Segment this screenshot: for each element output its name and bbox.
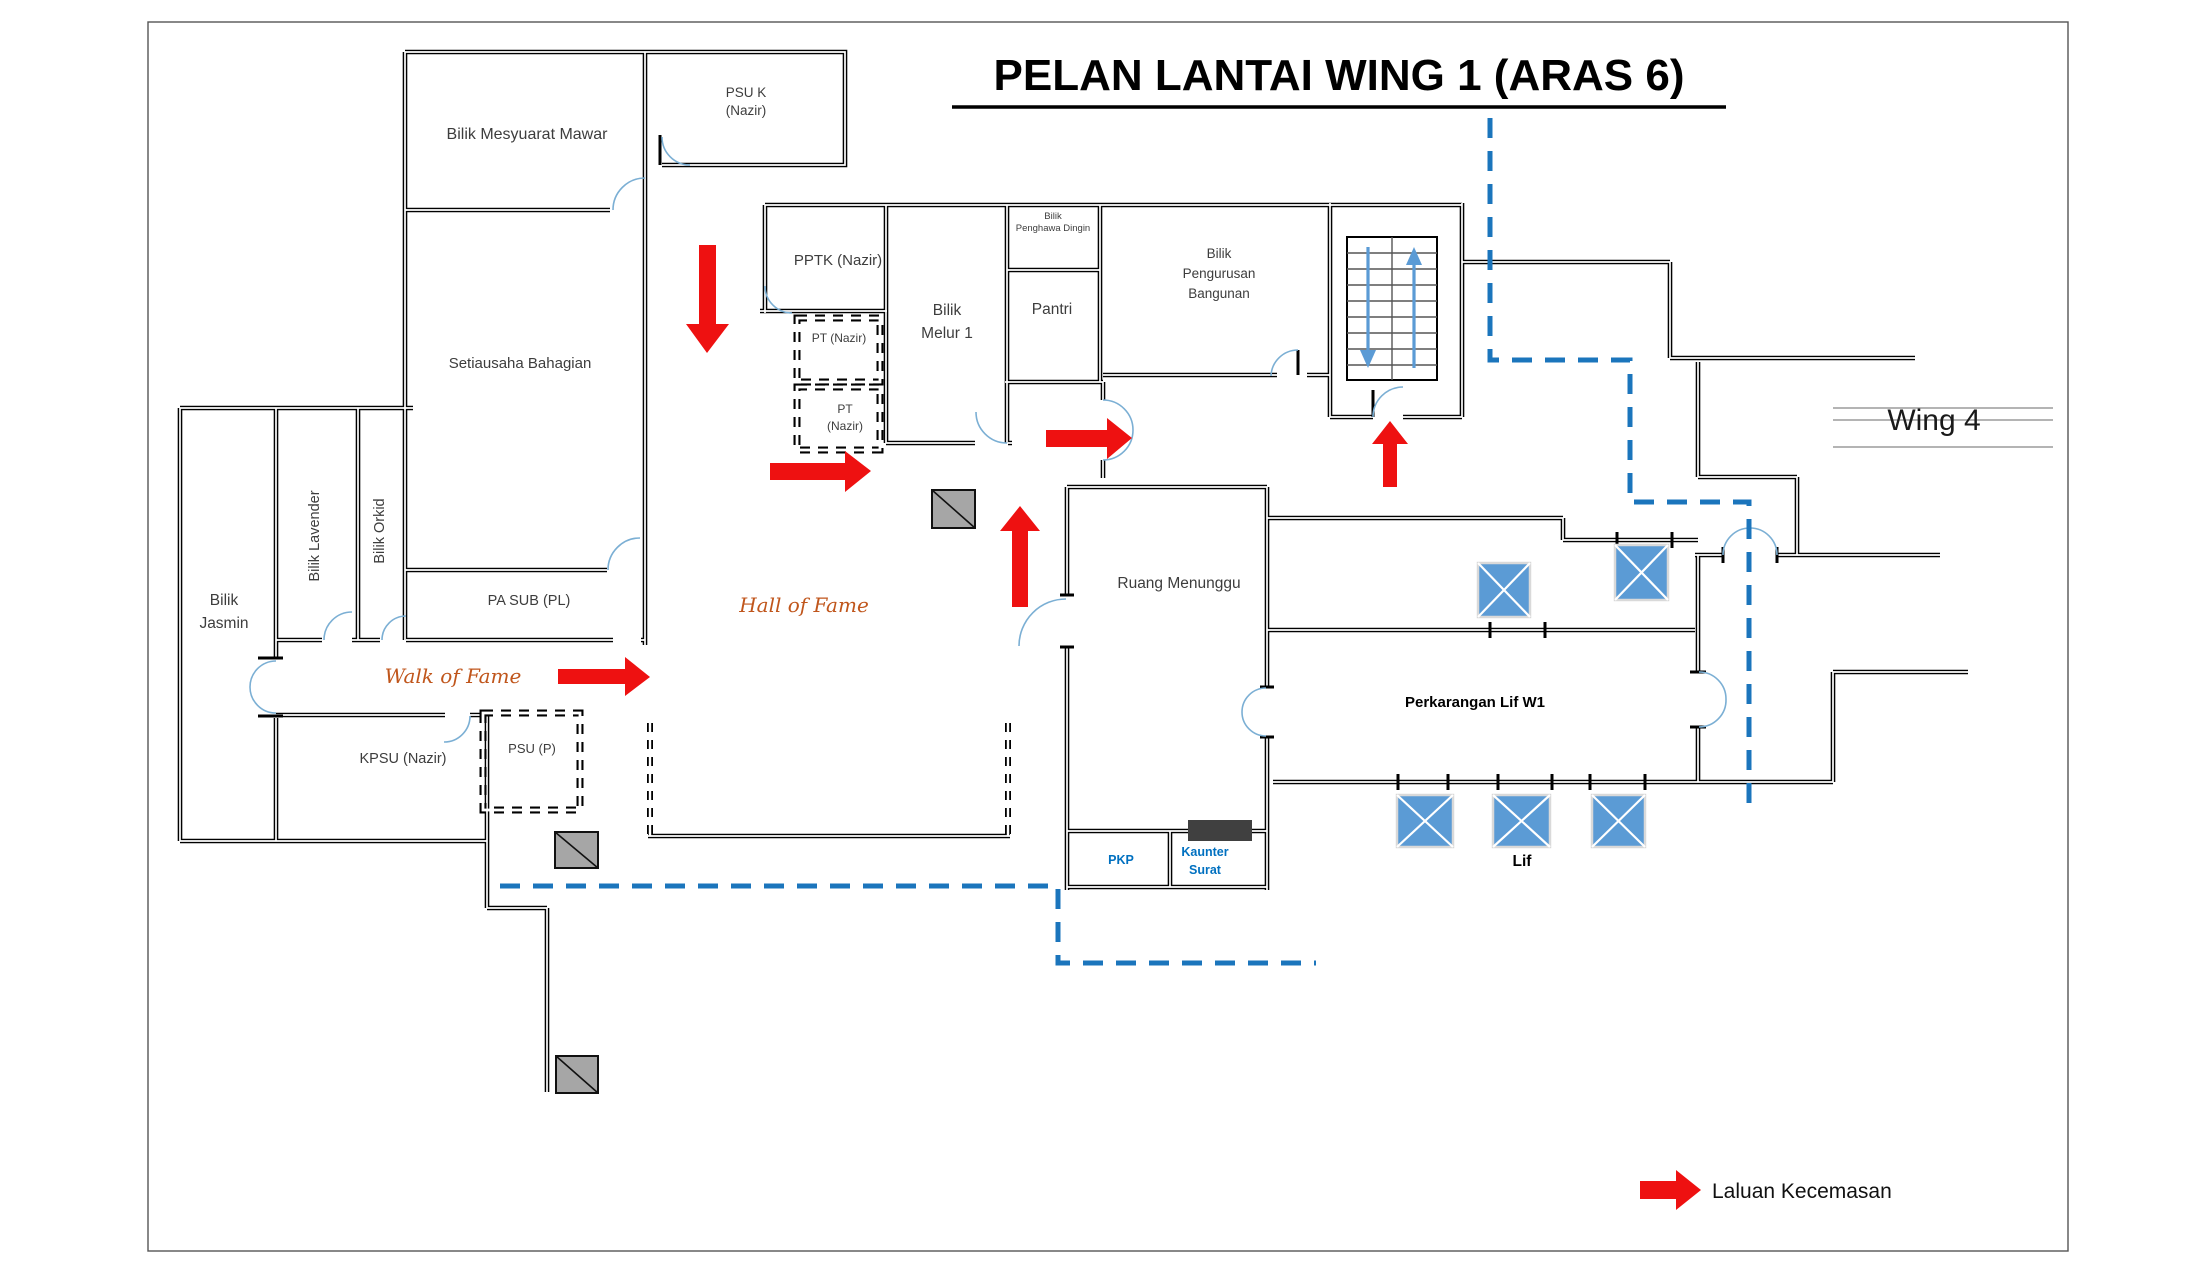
- page-border: [147, 21, 2069, 1252]
- columns: [554, 489, 976, 1094]
- lift-icon: [1476, 561, 1532, 619]
- column-icon: [555, 1055, 599, 1094]
- pt-nazir-room-2-outline-inner: [795, 385, 882, 452]
- room-label-kaunter-surat: Surat: [1189, 863, 1222, 877]
- door-arc: [764, 285, 793, 314]
- psu-p-room-outline-inner: [481, 711, 582, 812]
- double-door-arc: [249, 660, 277, 714]
- pt-nazir-room-1-outline: [793, 314, 884, 386]
- stairwell: [1346, 236, 1438, 381]
- page-title: PELAN LANTAI WING 1 (ARAS 6): [994, 51, 1685, 100]
- route-dashed-right: [1487, 118, 1752, 810]
- room-label-orkid: Bilik Orkid: [372, 498, 388, 563]
- door-arc: [612, 177, 646, 211]
- door-arc: [1270, 349, 1299, 377]
- room-label-pt-1: PT (Nazir): [812, 331, 866, 345]
- room-label-jasmin: Jasmin: [199, 615, 248, 632]
- emergency-arrow-up-icon: [1000, 506, 1040, 607]
- legend-label: Laluan Kecemasan: [1712, 1180, 1892, 1203]
- room-label-penghawa: Bilik: [1044, 211, 1062, 222]
- room-label-psu-k: PSU K: [726, 85, 767, 100]
- hall-dashed-partition: [647, 723, 1011, 836]
- hall-dashed-partition-inner: [648, 723, 1010, 836]
- emergency-arrow-right-icon: [558, 657, 650, 696]
- room-label-pengurusan: Pengurusan: [1183, 266, 1256, 281]
- door-arc: [443, 715, 471, 743]
- route-boundary: [500, 118, 1752, 966]
- route-dashed-bottom: [500, 883, 1316, 966]
- room-label-pengurusan: Bilik: [1207, 246, 1232, 261]
- wing4-label: Wing 4: [1887, 404, 1980, 437]
- room-labels: Bilik Mesyuarat Mawar PSU K (Nazir) PPTK…: [199, 85, 1545, 877]
- emergency-arrow-down-icon: [686, 245, 729, 353]
- room-label-setiausaha: Setiausaha Bahagian: [449, 355, 592, 372]
- wing4-marker: Wing 4: [1833, 404, 2053, 448]
- door-arc: [381, 615, 407, 641]
- lifts: [1395, 543, 1670, 849]
- double-door-arc: [1722, 527, 1778, 556]
- room-label-pa-sub: PA SUB (PL): [488, 593, 571, 609]
- room-label-pptk: PPTK (Nazir): [794, 252, 882, 269]
- room-label-penghawa: Penghawa Dingin: [1016, 223, 1090, 234]
- room-label-melur: Melur 1: [921, 325, 973, 342]
- emergency-arrows: [558, 245, 1408, 696]
- emergency-arrow-right-icon: [1046, 418, 1132, 459]
- wall-path: [177, 49, 1968, 1092]
- stair-up-arrowhead: [1406, 247, 1422, 265]
- room-label-pt-2: PT: [837, 402, 853, 416]
- room-label-mawar: Bilik Mesyuarat Mawar: [447, 126, 609, 143]
- room-label-perkarangan-lif: Perkarangan Lif W1: [1405, 694, 1545, 711]
- stair-down-arrowhead: [1360, 350, 1376, 368]
- room-label-kaunter-surat: Kaunter: [1181, 845, 1228, 859]
- lift-icon: [1395, 793, 1455, 849]
- walls: [177, 49, 1968, 1092]
- door-arc: [323, 611, 353, 641]
- legend-arrow-icon: [1640, 1170, 1701, 1210]
- pt-nazir-room-1-outline-inner: [795, 316, 882, 384]
- dashed-rooms: [479, 314, 1011, 836]
- room-label-pantri: Pantri: [1032, 301, 1073, 318]
- door-arc: [975, 411, 1008, 444]
- door-arcs: [249, 136, 1778, 743]
- room-label-pt-2: (Nazir): [827, 419, 863, 433]
- room-label-lif: Lif: [1513, 853, 1533, 870]
- mail-counter: [1188, 820, 1252, 841]
- room-label-melur: Bilik: [933, 302, 962, 319]
- door-arc: [607, 537, 641, 571]
- door-arc: [1372, 386, 1404, 418]
- room-label-pengurusan: Bangunan: [1188, 286, 1250, 301]
- corridor-label-hall-of-fame: Hall of Fame: [738, 593, 869, 617]
- corridor-label-walk-of-fame: Walk of Fame: [385, 664, 522, 688]
- emergency-arrow-right-icon: [770, 451, 871, 492]
- double-door-arc: [1698, 671, 1727, 728]
- room-label-psu-p: PSU (P): [508, 741, 556, 756]
- door-arc: [661, 136, 691, 166]
- emergency-arrow-up-icon: [1372, 421, 1408, 487]
- lift-icon: [1613, 543, 1670, 602]
- room-label-kpsu: KPSU (Nazir): [359, 751, 446, 767]
- plan-title: PELAN LANTAI WING 1 (ARAS 6): [952, 51, 1726, 109]
- lift-icon: [1491, 793, 1552, 849]
- double-door-arc: [1102, 399, 1134, 461]
- wall-path-inner: [179, 51, 1968, 1092]
- psu-p-room-outline: [479, 709, 584, 814]
- room-label-jasmin: Bilik: [210, 592, 239, 609]
- double-door-arc: [1241, 687, 1267, 737]
- lift-icon: [1590, 793, 1647, 849]
- room-label-pkp: PKP: [1108, 853, 1134, 867]
- legend: Laluan Kecemasan: [1640, 1170, 1892, 1210]
- door-arc: [1018, 598, 1067, 647]
- room-label-lavender: Bilik Lavender: [307, 490, 323, 581]
- room-label-ruang-menunggu: Ruang Menunggu: [1117, 575, 1240, 592]
- column-icon: [554, 831, 599, 869]
- room-label-psu-k: (Nazir): [726, 103, 767, 118]
- column-icon: [931, 489, 976, 529]
